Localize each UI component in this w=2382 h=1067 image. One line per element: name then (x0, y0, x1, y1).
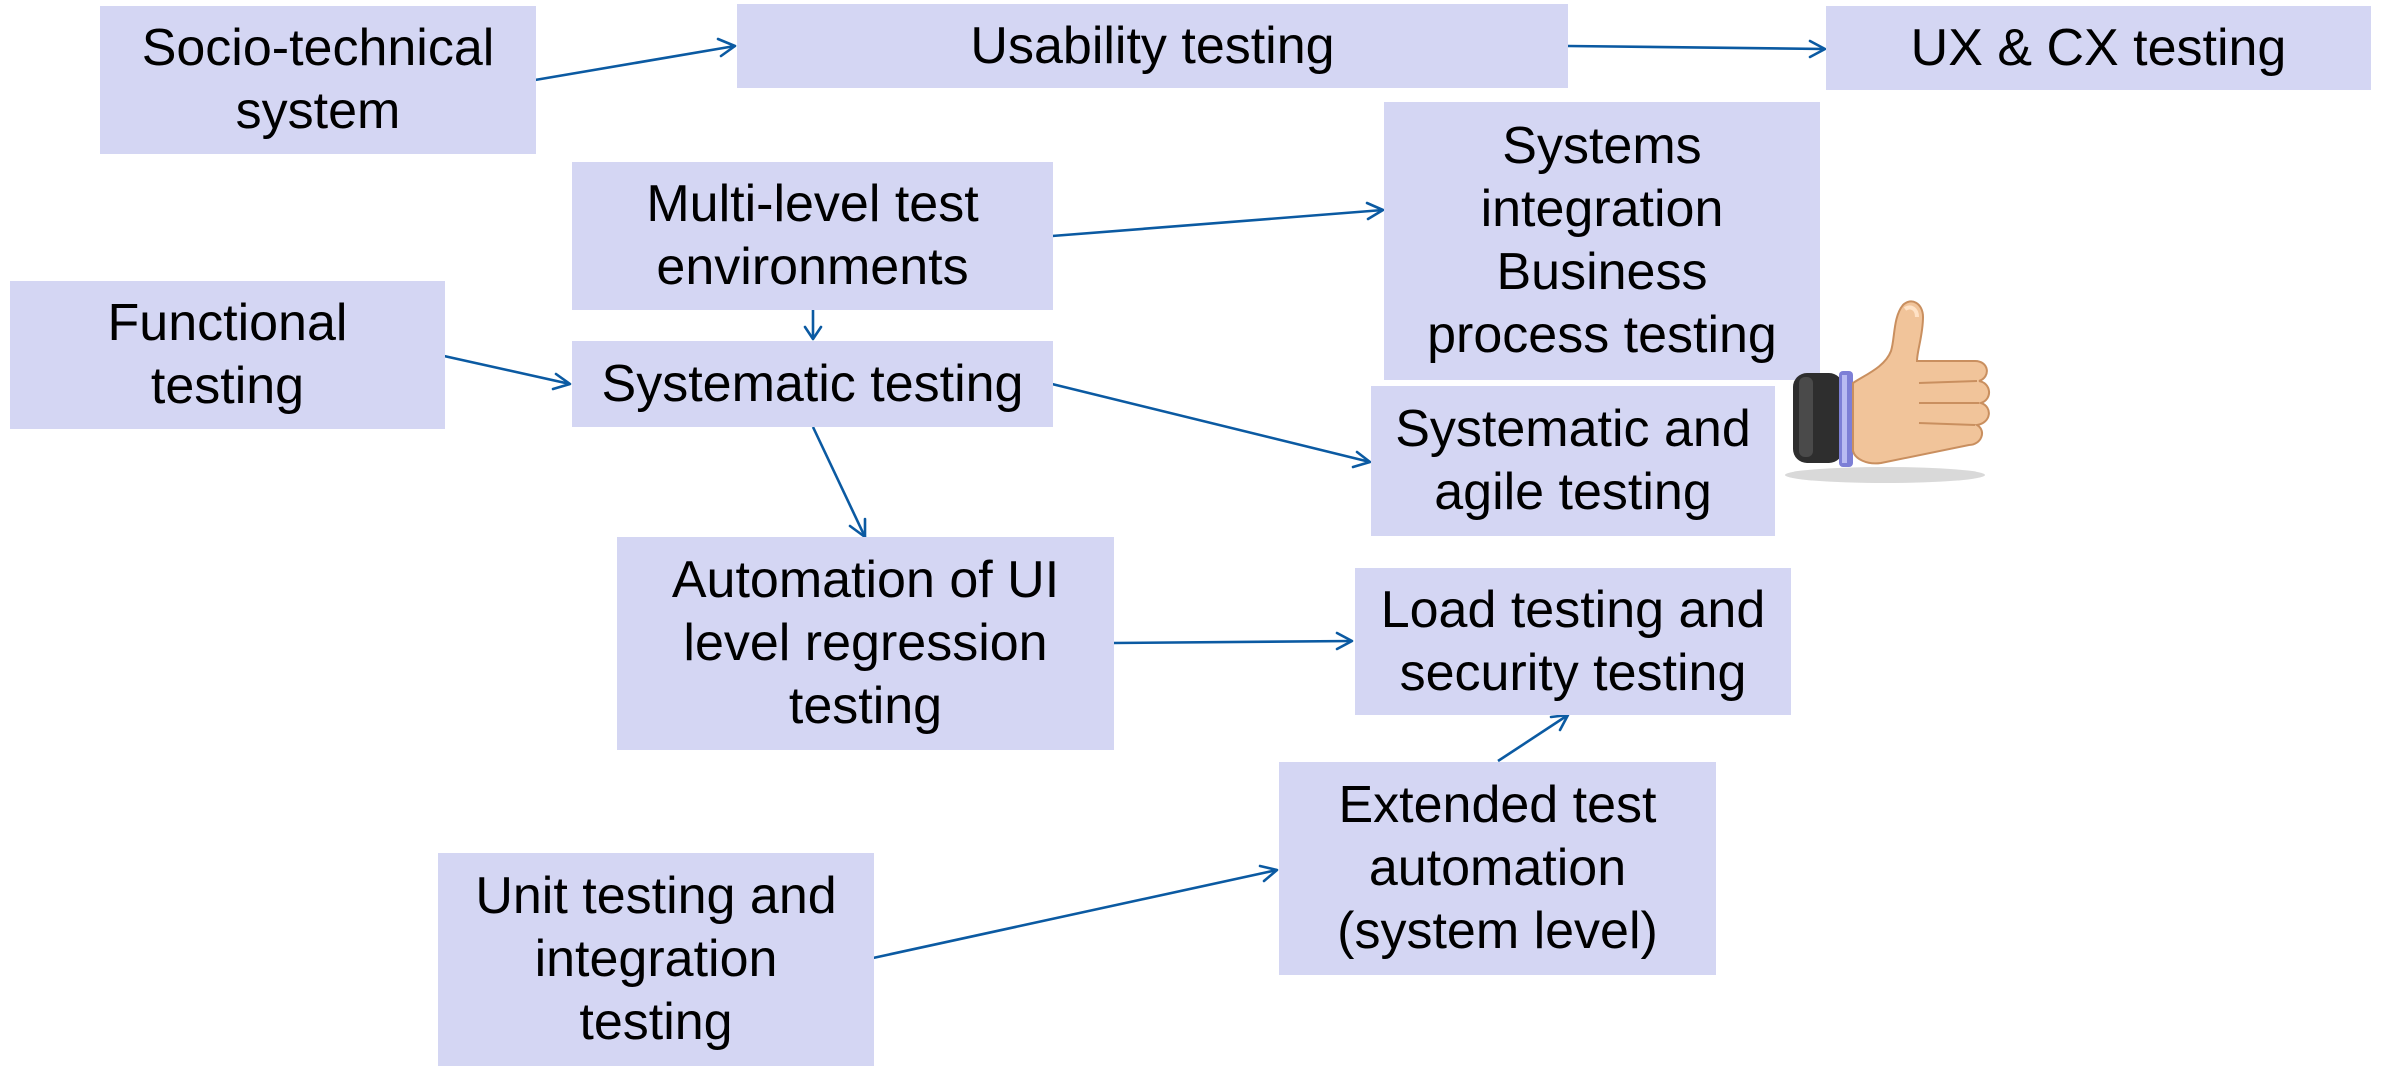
node-systems-integration-business-process: Systems integration Business process tes… (1384, 102, 1820, 380)
node-functional-testing: Functional testing (10, 281, 445, 429)
arrow-extended-to-load (1497, 713, 1569, 763)
node-unit-and-integration-testing: Unit testing and integration testing (438, 853, 874, 1066)
arrowhead-multilevel-to-systematic (803, 325, 823, 341)
arrow-unit-to-extended (872, 868, 1278, 960)
node-ux-cx-testing: UX & CX testing (1826, 6, 2371, 90)
node-load-and-security-testing: Load testing and security testing (1355, 568, 1791, 715)
arrow-systematic-to-uiautomation (811, 426, 867, 538)
arrow-uiautomation-to-load (1112, 639, 1353, 645)
arrow-multilevel-to-systems (1051, 208, 1384, 238)
node-automation-ui-regression-testing: Automation of UI level regression testin… (617, 537, 1114, 750)
arrow-functional-to-systematic (443, 354, 571, 386)
node-systematic-and-agile-testing: Systematic and agile testing (1371, 386, 1775, 536)
arrow-usability-to-uxcx (1567, 44, 1826, 51)
arrowhead-usability-to-uxcx (1808, 39, 1827, 59)
node-usability-testing: Usability testing (737, 4, 1568, 88)
arrowhead-extended-to-load (1549, 713, 1570, 732)
node-multi-level-test-environments: Multi-level test environments (572, 162, 1053, 310)
node-systematic-testing: Systematic testing (572, 341, 1053, 427)
arrowhead-functional-to-systematic (551, 372, 572, 391)
thumbs-up-icon (1785, 300, 1990, 483)
arrowhead-unit-to-extended (1258, 864, 1279, 883)
arrowhead-socio-to-usability (716, 37, 737, 58)
arrowhead-systematic-to-agile (1351, 450, 1372, 469)
arrow-systematic-to-agile (1051, 382, 1371, 464)
arrow-socio-to-usability (534, 44, 736, 82)
arrowhead-uiautomation-to-load (1335, 631, 1354, 651)
arrowhead-multilevel-to-systems (1365, 201, 1385, 221)
node-extended-test-automation: Extended test automation (system level) (1279, 762, 1716, 975)
node-socio-technical-system: Socio-technical system (100, 6, 536, 154)
